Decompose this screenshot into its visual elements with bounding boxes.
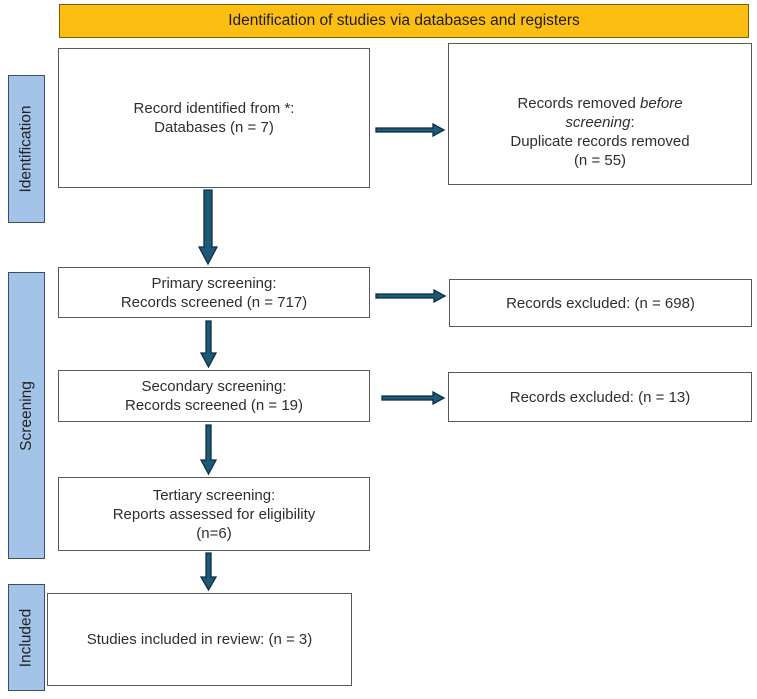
- stage-included: Included: [8, 584, 45, 691]
- stage-screening-label: Screening: [17, 380, 35, 451]
- stage-included-label: Included: [17, 608, 35, 667]
- box-records-excluded-primary-label: Records excluded: (n = 698): [506, 294, 695, 312]
- box-secondary-screening-line1: Secondary screening:: [141, 378, 287, 395]
- arrow-primary-to-excluded: [375, 288, 447, 304]
- box-secondary-screening: Secondary screening: Records screened (n…: [58, 370, 370, 422]
- box-primary-screening-line1: Primary screening:: [151, 274, 277, 292]
- arrow-tertiary-to-included: [199, 552, 218, 592]
- box-secondary-screening-line2: Records screened (n = 19): [124, 397, 303, 414]
- arrow-identified-to-removed: [375, 122, 446, 138]
- box-tertiary-screening: Tertiary screening: Reports assessed for…: [58, 477, 370, 551]
- banner-identification-of-studies: Identification of studies via databases …: [59, 4, 749, 38]
- stage-identification: Identification: [8, 75, 45, 223]
- box-records-identified-line2: Databases (n = 7): [154, 119, 274, 136]
- box-records-identified-line1: Record identified from *:: [133, 100, 295, 117]
- removed-line1-text: Records removed: [517, 95, 640, 112]
- box-studies-included-label: Studies included in review: (n = 3): [86, 631, 313, 648]
- removed-line1-em: before: [640, 95, 683, 112]
- box-records-removed-line1: Records removed before: [517, 94, 682, 113]
- box-tertiary-screening-line1: Tertiary screening:: [152, 486, 276, 504]
- box-tertiary-screening-line2: Reports assessed for eligibility: [112, 505, 316, 523]
- box-records-excluded-primary: Records excluded: (n = 698): [449, 279, 752, 327]
- box-records-removed-line2: screening:: [565, 113, 634, 132]
- arrow-secondary-to-tertiary: [199, 424, 218, 476]
- box-records-excluded-secondary: Records excluded: (n = 13): [448, 372, 752, 422]
- box-records-removed-line3: Duplicate records removed: [510, 133, 690, 150]
- box-records-removed: Records removed before screening: Duplic…: [448, 43, 752, 185]
- box-primary-screening: Primary screening: Records screened (n =…: [58, 267, 370, 318]
- removed-line2-text: :: [630, 114, 635, 131]
- box-primary-screening-line2: Records screened (n = 717): [120, 293, 308, 311]
- box-studies-included: Studies included in review: (n = 3): [47, 593, 352, 686]
- stage-screening: Screening: [8, 272, 45, 559]
- box-records-identified: Record identified from *: Databases (n =…: [58, 48, 370, 188]
- box-records-excluded-secondary-label: Records excluded: (n = 13): [509, 388, 691, 406]
- banner-label: Identification of studies via databases …: [228, 12, 580, 29]
- box-tertiary-screening-line3: (n=6): [196, 524, 232, 542]
- arrow-identified-to-primary: [197, 189, 219, 266]
- arrow-primary-to-secondary: [199, 320, 218, 369]
- box-records-removed-line4: (n = 55): [573, 152, 627, 169]
- arrow-secondary-to-excluded: [381, 390, 446, 406]
- removed-line2-em: screening: [565, 114, 631, 131]
- stage-identification-label: Identification: [17, 105, 35, 193]
